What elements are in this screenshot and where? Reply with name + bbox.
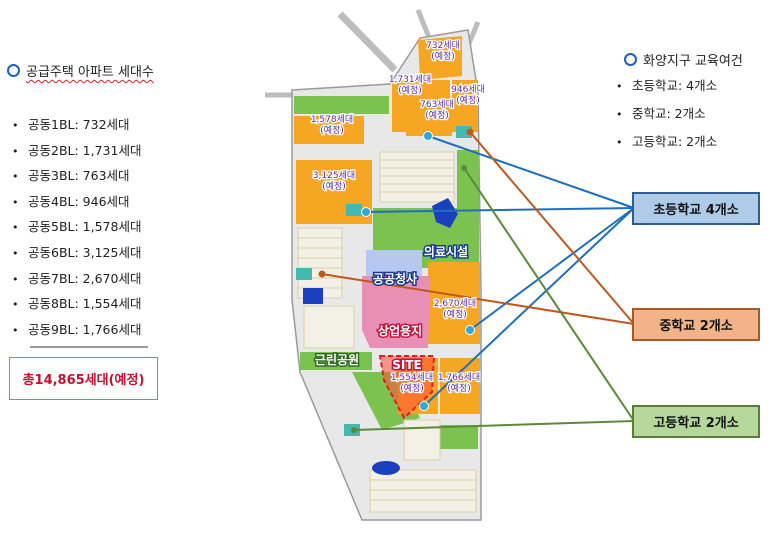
divider (30, 346, 148, 348)
bl6-status-label: (예정) (322, 181, 346, 192)
list-item: 공동4BL: 946세대 (12, 189, 141, 215)
site-label: SITE (392, 358, 422, 372)
list-item: 공동3BL: 763세대 (12, 163, 141, 189)
supply-heading: 공급주택 아파트 세대수 (7, 61, 154, 80)
bl3-count-label: 763세대 (420, 99, 454, 110)
list-item: 공동8BL: 1,554세대 (12, 291, 141, 317)
middle-school-box: 중학교 2개소 (632, 308, 760, 341)
housing-grid (297, 227, 343, 299)
housing-grid (369, 469, 477, 513)
connection-dot (361, 207, 371, 217)
area-labels: 의료시설 공공청사 상업용지 근린공원 SITE (313, 243, 469, 374)
total-households: 총14,865세대(예정) (9, 357, 158, 400)
list-item: 중학교: 2개소 (616, 100, 717, 128)
connection-dot (423, 131, 433, 141)
connection-dot (461, 165, 467, 171)
circle-bullet-icon (624, 53, 637, 66)
bl5-status-label: (예정) (320, 125, 344, 136)
road (337, 11, 398, 73)
list-item: 공동5BL: 1,578세대 (12, 214, 141, 240)
block-labels: 732세대 (예정) 1,731세대 (예정) 946세대 (예정) 763세대… (310, 39, 487, 396)
bl9-status-label: (예정) (447, 383, 471, 394)
green-area (440, 425, 478, 449)
housing-grid (303, 305, 355, 349)
apartment-block-4 (452, 80, 478, 132)
list-item: 공동9BL: 1,766세대 (12, 317, 141, 343)
school-marker (296, 268, 312, 280)
school-marker (456, 126, 472, 138)
bl8-status-label: (예정) (400, 383, 424, 394)
bl7-count-label: 2,670세대 (434, 298, 476, 309)
connection-dot (318, 270, 326, 278)
supply-list: 공동1BL: 732세대 공동2BL: 1,731세대 공동3BL: 763세대… (12, 112, 141, 342)
apartment-block-1 (418, 36, 462, 80)
list-item: 공동6BL: 3,125세대 (12, 240, 141, 266)
elementary-link-line (365, 207, 635, 213)
list-item: 초등학교: 4개소 (616, 72, 717, 100)
medical-label: 의료시설 (424, 244, 468, 259)
housing-grid-lines (298, 237, 342, 289)
bl1-status-label: (예정) (431, 51, 455, 62)
education-heading: 화양지구 교육여건 (624, 50, 743, 69)
high-link-line (463, 167, 635, 422)
connection-dot (465, 325, 475, 335)
middle-link-line (469, 131, 635, 325)
water-area (432, 198, 458, 228)
bl2-status-label: (예정) (398, 85, 422, 96)
park-area (300, 352, 372, 370)
list-item: 공동1BL: 732세대 (12, 112, 141, 138)
high-school-box: 고등학교 2개소 (632, 405, 760, 438)
middle-link-line (321, 273, 635, 325)
water-area (372, 461, 400, 475)
bl2-count-label: 1,731세대 (389, 74, 431, 85)
green-belt (294, 96, 389, 114)
elementary-link-line (427, 135, 635, 209)
bl4-count-label: 946세대 (451, 84, 485, 95)
list-item: 고등학교: 2개소 (616, 128, 717, 156)
housing-grid-lines (380, 159, 454, 193)
high-link-line (353, 420, 635, 431)
road (415, 9, 433, 41)
connection-dot (351, 427, 357, 433)
park-label: 근린공원 (315, 352, 359, 367)
connection-dot (419, 401, 429, 411)
connection-dot (466, 128, 474, 136)
bl1-count-label: 732세대 (426, 40, 460, 51)
commercial-label: 상업용지 (378, 323, 422, 338)
government-label: 공공청사 (373, 271, 417, 286)
bl7-status-label: (예정) (443, 309, 467, 320)
elementary-link-line (469, 207, 635, 331)
supply-heading-text: 공급주택 아파트 세대수 (26, 65, 154, 80)
bl5-count-label: 1,578세대 (311, 114, 353, 125)
bl8-count-label: 1,554세대 (391, 372, 433, 383)
water-area (303, 288, 323, 304)
school-marker (346, 204, 362, 216)
list-item: 공동7BL: 2,670세대 (12, 266, 141, 292)
education-list: 초등학교: 4개소 중학교: 2개소 고등학교: 2개소 (616, 72, 717, 156)
housing-grid-lines (370, 479, 476, 501)
bl3-status-label: (예정) (425, 110, 449, 121)
bl4-status-label: (예정) (456, 95, 480, 106)
circle-bullet-icon (7, 64, 20, 77)
bl6-count-label: 3,125세대 (313, 170, 355, 181)
elementary-school-box: 초등학교 4개소 (632, 192, 760, 225)
government-area (366, 250, 422, 276)
apartment-block-5 (294, 116, 364, 144)
list-item: 공동2BL: 1,731세대 (12, 138, 141, 164)
housing-grid (403, 419, 441, 461)
education-heading-text: 화양지구 교육여건 (643, 54, 743, 69)
commercial-area (362, 276, 430, 348)
bl9-count-label: 1,766세대 (438, 372, 480, 383)
